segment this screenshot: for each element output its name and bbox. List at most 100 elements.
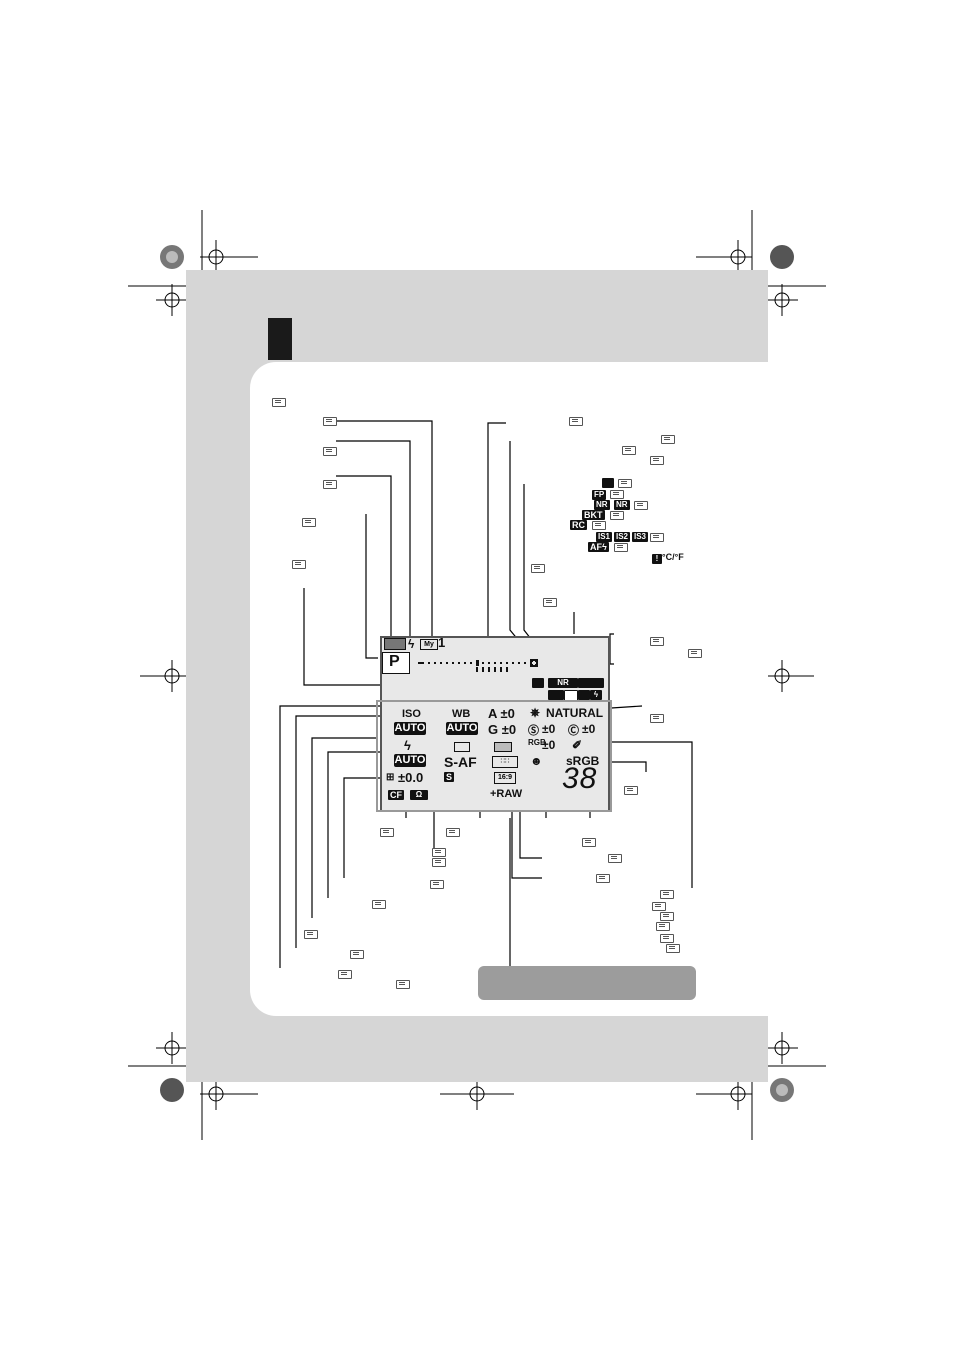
- wb-g-compensation: G ±0: [488, 722, 517, 737]
- page-reference-icon: [323, 447, 337, 456]
- sharpness-value: ±0: [542, 722, 556, 736]
- pencil-icon: ✐: [572, 738, 583, 752]
- aspect-ratio-indicator: 16:9: [494, 772, 516, 784]
- myset-icon: My: [420, 639, 438, 650]
- super-control-panel: ϟ My 1 P NR ϟ ISO AUTO WB AUTO A ±0 G ±0…: [376, 635, 612, 812]
- page-reference-icon: [543, 598, 557, 607]
- page-reference-icon: [338, 970, 352, 979]
- page-reference-icon: [688, 649, 702, 658]
- page-reference-icon: [372, 900, 386, 909]
- page-reference-icon: [660, 912, 674, 921]
- page-reference-icon: [396, 980, 410, 989]
- saturation-value: ±0: [542, 738, 556, 752]
- page-reference-icon: [660, 934, 674, 943]
- page-reference-icon: [624, 786, 638, 795]
- wb-label: WB: [452, 708, 471, 720]
- color-space: sRGB: [566, 754, 600, 768]
- page-reference-icon: [569, 417, 583, 426]
- flash-compensation-icon: ⊞: [386, 772, 395, 783]
- settings-grid: [376, 700, 612, 812]
- strip-block: [578, 678, 604, 688]
- page-reference-icon: [660, 890, 674, 899]
- smile-icon: ☻: [530, 754, 543, 768]
- page-reference-icon: [446, 828, 460, 837]
- page-reference-icon: [618, 479, 632, 488]
- myset-number: 1: [438, 635, 446, 650]
- page-reference-icon: [650, 714, 664, 723]
- picture-mode: NATURAL: [546, 706, 604, 720]
- metering-icon: [494, 742, 512, 752]
- iso-label: ISO: [402, 708, 421, 720]
- page-reference-icon: [350, 950, 364, 959]
- page-reference-icon: [323, 480, 337, 489]
- iso-value: AUTO: [394, 722, 426, 735]
- strip-flash-icon: ϟ: [590, 690, 602, 700]
- page-reference-icon: [622, 446, 636, 455]
- page-reference-icon: [614, 543, 628, 552]
- page-reference-icon: [596, 874, 610, 883]
- page-reference-icon: [608, 854, 622, 863]
- af-flash-indicator: AFϟ: [588, 542, 609, 552]
- flash-compensation-value: ±0.0: [398, 770, 424, 785]
- af-mode: S-AF: [444, 754, 477, 770]
- caption-box: [478, 966, 696, 1000]
- nr-strip-indicator: NR: [548, 678, 578, 688]
- strip-block: [548, 690, 564, 700]
- page-reference-icon: [610, 490, 624, 499]
- stabilizer-indicator: S: [444, 772, 455, 782]
- flash-mode-icon: ϟ: [404, 738, 411, 753]
- rc-indicator: RC: [570, 520, 587, 530]
- page-reference-icon: [650, 456, 664, 465]
- drive-icon: [454, 742, 470, 752]
- flash-mode-value: AUTO: [394, 754, 426, 767]
- page-reference-icon: [666, 944, 680, 953]
- page-reference-icon: [582, 838, 596, 847]
- page-reference-icon: [592, 521, 606, 530]
- wb-a-compensation: A ±0: [488, 706, 515, 721]
- mode-box: [382, 652, 410, 674]
- is3-indicator: IS3: [632, 532, 649, 542]
- multi-exposure-icon: [532, 678, 544, 688]
- temperature-unit: °C/°F: [662, 552, 684, 562]
- nr-indicator: NR: [614, 500, 630, 510]
- chapter-tab: [268, 318, 292, 360]
- is2-indicator: IS2: [614, 532, 631, 542]
- page-reference-icon: [380, 828, 394, 837]
- page-reference-icon: [304, 930, 318, 939]
- card-type-icon: Ω: [410, 790, 428, 800]
- flash-icon: ϟ: [408, 637, 415, 651]
- shots-remaining: 38: [562, 762, 598, 795]
- temperature-warning-icon: !: [652, 554, 662, 564]
- page-reference-icon: [323, 417, 337, 426]
- exposure-bar-icon: [418, 659, 538, 672]
- page-reference-icon: [272, 398, 286, 407]
- page-reference-icon: [634, 501, 648, 510]
- bkt-indicator: BKT: [582, 510, 605, 520]
- contrast-icon: Ⓒ: [568, 725, 579, 737]
- page-reference-icon: [610, 511, 624, 520]
- page-reference-icon: [432, 848, 446, 857]
- nr-auto-indicator: NR: [594, 500, 610, 510]
- battery-icon: [384, 638, 406, 650]
- page-reference-icon: [656, 922, 670, 931]
- wb-value: AUTO: [446, 722, 478, 735]
- is1-indicator: IS1: [596, 532, 613, 542]
- sequential-icon: [602, 478, 614, 488]
- page-reference-icon: [652, 902, 666, 911]
- page-reference-icon: [430, 880, 444, 889]
- fp-indicator: FP: [592, 490, 607, 500]
- saturation-icon: RGB: [528, 738, 546, 747]
- page-reference-icon: [661, 435, 675, 444]
- sharpness-icon: Ⓢ: [528, 725, 539, 737]
- picture-mode-icon: ✵: [530, 706, 541, 720]
- page-reference-icon: [292, 560, 306, 569]
- page-reference-icon: [531, 564, 545, 573]
- shooting-mode: P: [389, 653, 400, 670]
- contrast-value: ±0: [582, 722, 596, 736]
- page-reference-icon: [650, 533, 664, 542]
- page-reference-icon: [432, 858, 446, 867]
- af-target-icon: ∷∷: [492, 756, 518, 768]
- card-indicator: CF: [388, 790, 404, 800]
- page-reference-icon: [650, 637, 664, 646]
- strip-block: [578, 690, 590, 700]
